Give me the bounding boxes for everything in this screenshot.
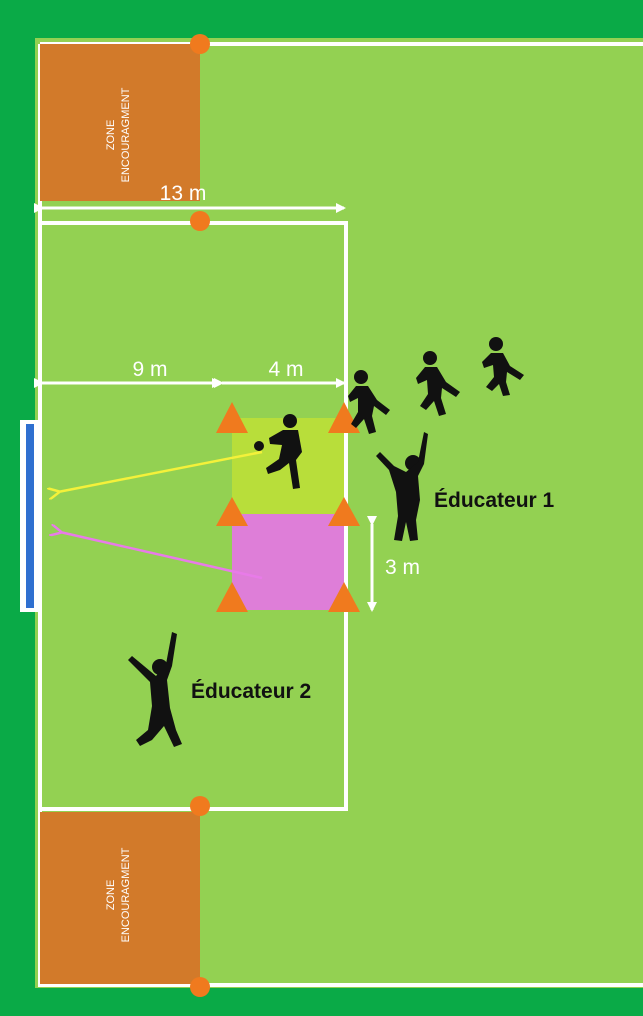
square-pink [232, 514, 344, 610]
measure-4-label: 4 m [268, 358, 303, 381]
measure-3-label: 3 m [385, 556, 420, 579]
ball-icon [254, 441, 264, 451]
marker-dot [190, 977, 210, 997]
zone-bottom-line1: ZONE [105, 880, 117, 911]
measure-9-label: 9 m [132, 358, 167, 381]
marker-dot [190, 211, 210, 231]
zone-top-line2: ENCOURAGMENT [120, 87, 132, 182]
zone-top-line1: ZONE [105, 120, 117, 151]
goal-net [26, 424, 34, 608]
educator1-label: Éducateur 1 [434, 489, 555, 512]
educator2-label: Éducateur 2 [191, 680, 311, 703]
marker-dot [190, 34, 210, 54]
marker-dot [190, 796, 210, 816]
zone-bottom-line2: ENCOURAGMENT [120, 847, 132, 942]
measure-13-label: 13 m [160, 182, 207, 205]
